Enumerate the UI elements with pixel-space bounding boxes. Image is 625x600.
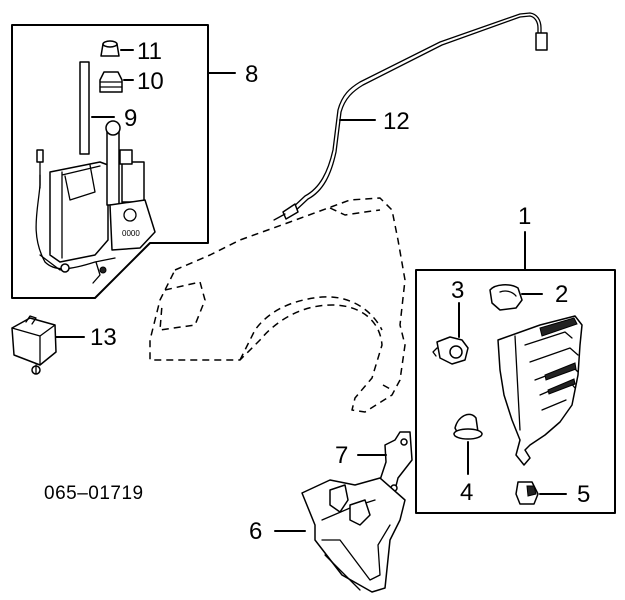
- flap-kit-group: [415, 231, 616, 514]
- part-4-clip: [453, 413, 483, 475]
- callout-8: 8: [245, 61, 258, 88]
- antenna-assembly-box: [11, 24, 209, 299]
- callout-4: 4: [460, 479, 473, 506]
- antenna-cable: [35, 159, 116, 270]
- side-flap-panel: [497, 315, 583, 466]
- part-5-nut: [515, 481, 567, 505]
- fender-outline: [149, 197, 406, 413]
- part-11-cap: [100, 40, 134, 57]
- callout-2: 2: [555, 281, 568, 308]
- antenna-motor-housing: [49, 161, 109, 263]
- callout-12: 12: [383, 108, 410, 135]
- callout-11: 11: [137, 38, 162, 65]
- part-10-grommet: [99, 71, 134, 93]
- part-13-module: [11, 315, 85, 375]
- diagram-code: 065–01719: [44, 483, 144, 504]
- callout-9: 9: [124, 105, 137, 132]
- callout-7: 7: [335, 442, 348, 469]
- flap-kit-box: [415, 269, 616, 514]
- part-6-mud-flap: [274, 477, 406, 593]
- callout-6: 6: [249, 518, 262, 545]
- callout-10: 10: [137, 68, 164, 95]
- antenna-mast: [79, 61, 90, 155]
- svg-text:0000: 0000: [122, 229, 140, 238]
- callout-5: 5: [577, 481, 590, 508]
- part-3-fastener: [432, 302, 469, 365]
- part-12-antenna-cable: [273, 12, 548, 221]
- callout-1: 1: [518, 203, 531, 230]
- callout-13: 13: [90, 324, 117, 351]
- callout-3: 3: [451, 277, 464, 304]
- antenna-assembly-group: 0000: [11, 24, 209, 299]
- part-2-clip: [489, 284, 543, 311]
